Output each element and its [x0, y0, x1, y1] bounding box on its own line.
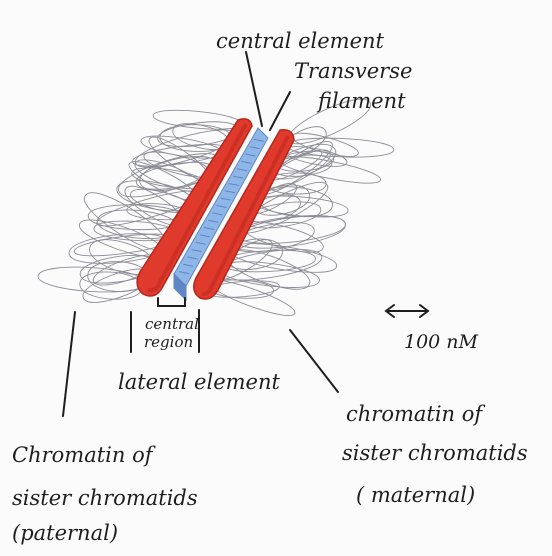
- label-central-element: central element: [216, 29, 385, 53]
- chromatin-loop: [226, 250, 310, 290]
- label-transverse-1: Transverse: [294, 59, 412, 83]
- transverse-filament-leader: [270, 92, 290, 130]
- paternal-leader: [63, 312, 75, 416]
- label-central-region-1: central: [145, 315, 199, 333]
- maternal-leader: [290, 330, 338, 392]
- label-central-region-2: region: [144, 333, 193, 351]
- label-lateral-element: lateral element: [118, 370, 280, 394]
- label-maternal-3: ( maternal): [356, 483, 475, 507]
- chromatin-loop: [80, 272, 142, 299]
- label-scale: 100 nM: [404, 331, 479, 353]
- label-paternal-2: sister chromatids: [12, 486, 198, 510]
- chromatin-loop: [153, 110, 241, 129]
- chromatin-loop: [279, 156, 381, 183]
- label-paternal-1: Chromatin of: [12, 443, 156, 467]
- chromatin-loop: [79, 220, 163, 257]
- chromatin-loop: [135, 160, 203, 192]
- central-region-bracket: [158, 298, 185, 306]
- label-paternal-3: (paternal): [12, 521, 118, 545]
- label-maternal-2: sister chromatids: [342, 441, 528, 465]
- central-element-leader: [246, 52, 262, 126]
- label-transverse-2: filament: [316, 89, 406, 113]
- label-maternal-1: chromatin of: [346, 402, 485, 426]
